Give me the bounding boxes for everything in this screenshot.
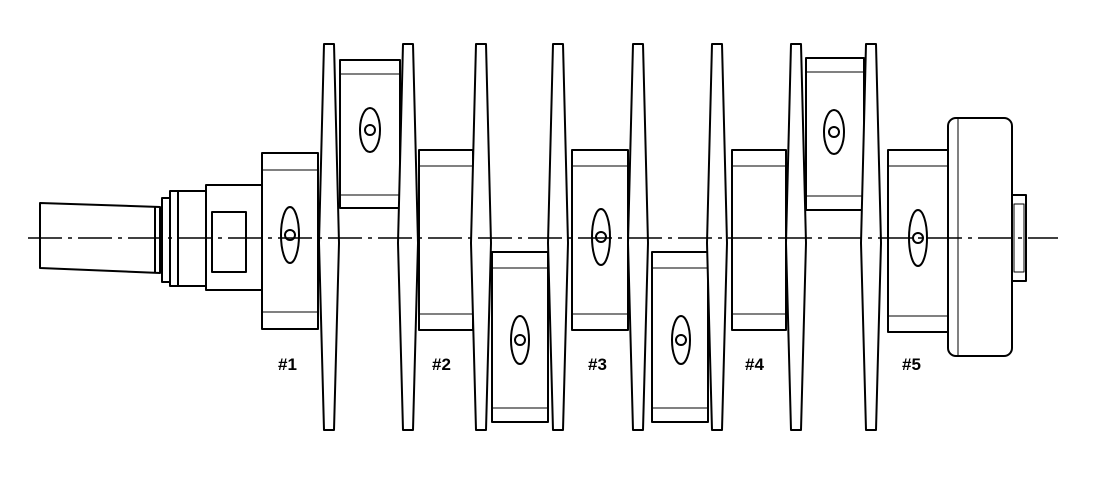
main-journal-4 [731,149,787,331]
main-journal-5 [887,149,949,333]
rod-journal-3 [651,251,709,423]
main-journal-3 [571,149,629,331]
flywheel-flange [947,117,1027,357]
main-journal-2 [418,149,474,331]
crank-web [318,43,340,431]
journal-label-4: #4 [745,355,764,374]
journal-label-3: #3 [588,355,607,374]
journal-label-5: #5 [902,355,921,374]
crank-web [860,43,882,431]
main-journal-1 [261,152,319,330]
crank-web [470,43,492,431]
crank-web [397,43,419,431]
crank-web [706,43,728,431]
crank-web [627,43,649,431]
crank-web [547,43,569,431]
crank-web [785,43,807,431]
rod-journal-1 [339,59,401,209]
journal-label-1: #1 [278,355,297,374]
rod-journal-2 [491,251,549,423]
journal-label-2: #2 [432,355,451,374]
rod-journal-4 [805,57,865,211]
